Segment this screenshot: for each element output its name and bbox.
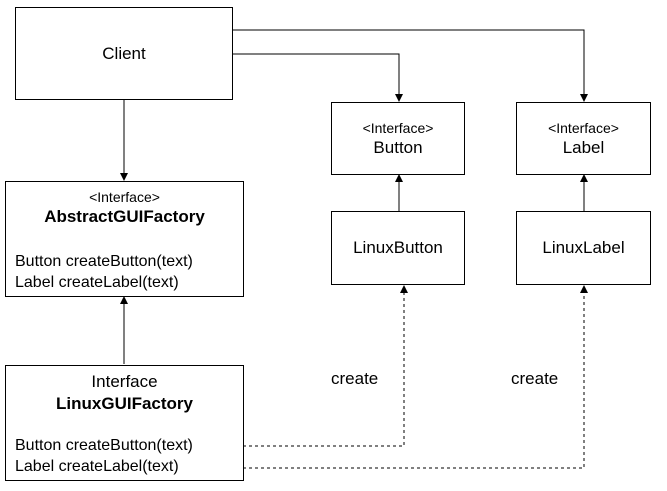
label-interface-name: Label (562, 137, 605, 157)
linuxlabel-name: LinuxLabel (542, 238, 625, 257)
create-button-dashed-arrow (243, 285, 408, 447)
button-interface-stereotype: <Interface> (362, 119, 434, 136)
linuxlabel-node[interactable]: LinuxLabel (516, 211, 651, 285)
linuxbutton-node[interactable]: LinuxButton (331, 211, 465, 285)
button-interface-name: Button (373, 137, 423, 157)
client-label: Client (102, 43, 146, 63)
label-interface-node[interactable]: <Interface> Label (516, 102, 651, 175)
linux-factory-stereotype: Interface (91, 372, 158, 391)
create-label-edge-label: create (511, 369, 559, 388)
linux-factory-method: Label createLabel(text) (15, 458, 179, 475)
client-to-label-arrow (233, 29, 588, 102)
linuxbutton-name: LinuxButton (353, 238, 443, 257)
create-label-dashed-arrow (243, 285, 588, 469)
linux-factory-method: Button createButton(text) (15, 437, 193, 454)
label-interface-stereotype: <Interface> (548, 119, 619, 136)
abstract-factory-node[interactable]: <Interface> AbstractGUIFactory Button cr… (5, 181, 244, 297)
abstract-factory-method: Label createLabel(text) (15, 274, 179, 291)
client-to-button-arrow (233, 53, 403, 102)
linux-factory-name: LinuxGUIFactory (56, 394, 193, 413)
client-node[interactable]: Client (15, 7, 233, 100)
abstract-factory-method: Button createButton(text) (15, 253, 193, 270)
abstract-factory-name: AbstractGUIFactory (44, 207, 205, 226)
button-interface-node[interactable]: <Interface> Button (331, 102, 465, 175)
linux-factory-node[interactable]: Interface LinuxGUIFactory Button createB… (5, 365, 244, 481)
create-button-edge-label: create (331, 369, 379, 388)
abstract-factory-stereotype: <Interface> (89, 189, 160, 205)
